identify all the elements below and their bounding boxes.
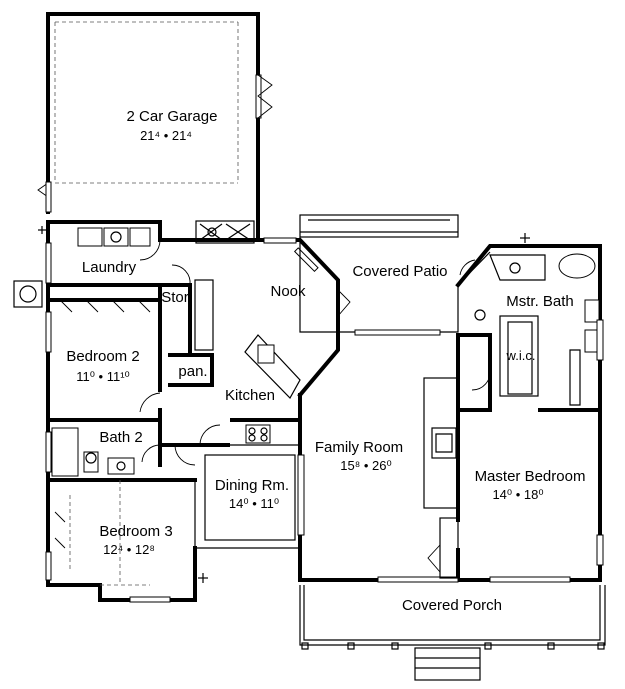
bath2-label: Bath 2 — [99, 429, 142, 446]
pantry-label: pan. — [178, 363, 207, 380]
dining-dims: 14⁰ • 11⁰ — [229, 496, 279, 511]
wic-label: w.i.c. — [506, 348, 536, 363]
stor-walls — [158, 264, 214, 387]
stor-label: Stor — [161, 289, 189, 306]
master-bedroom-dims: 14⁰ • 18⁰ — [492, 487, 543, 502]
bedroom2-label: Bedroom 2 — [66, 348, 139, 365]
covered-porch-label: Covered Porch — [402, 597, 502, 614]
kitchen-label: Kitchen — [225, 387, 275, 404]
nook-walls — [256, 237, 351, 398]
master-bath-label: Mstr. Bath — [506, 293, 574, 310]
laundry-walls — [45, 220, 260, 287]
covered-patio-label: Covered Patio — [352, 263, 447, 280]
laundry-label: Laundry — [82, 259, 137, 276]
garage-walls — [46, 12, 260, 242]
family-room-label: Family Room — [315, 439, 403, 456]
ac-unit-icon — [13, 280, 43, 308]
dining-label: Dining Rm. — [215, 477, 289, 494]
garage-dims: 21⁴ • 21⁴ — [140, 128, 192, 143]
garage-storage-icon — [195, 220, 255, 244]
hose-bib-icons — [38, 226, 530, 583]
bedroom2-dims: 11⁰ • 11¹⁰ — [76, 369, 130, 384]
bedroom3-label: Bedroom 3 — [99, 523, 172, 540]
garage-side-door-icon — [37, 181, 52, 213]
nook-label: Nook — [270, 283, 306, 300]
garage-label: 2 Car Garage — [127, 108, 218, 125]
covered-porch-outline — [299, 585, 606, 681]
bedroom2-walls — [45, 283, 162, 422]
family-room-dims: 15⁸ • 26⁰ — [340, 458, 391, 473]
covered-patio-outline — [299, 214, 491, 336]
dining-walls — [174, 444, 305, 549]
bedroom3-dims: 12⁴ • 12⁸ — [103, 542, 155, 557]
family-room-walls — [298, 377, 460, 583]
master-bath-walls — [455, 244, 604, 412]
master-bedroom-label: Master Bedroom — [475, 468, 586, 485]
garage-door-icon — [255, 74, 273, 119]
master-bedroom-walls — [456, 333, 604, 583]
bedroom3-walls — [45, 478, 197, 603]
